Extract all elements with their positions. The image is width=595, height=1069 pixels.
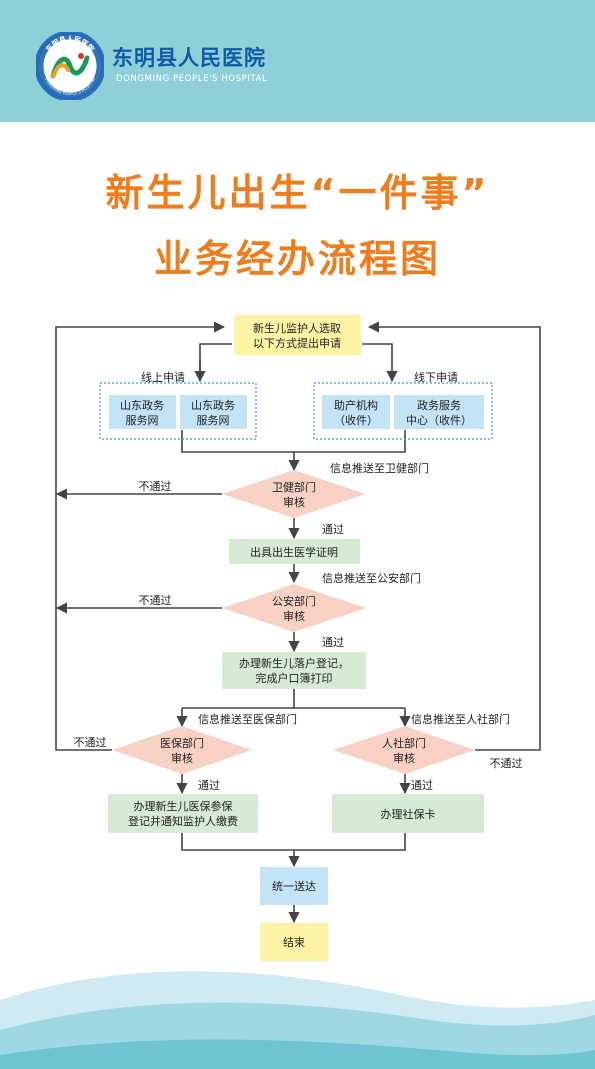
title-line-2: 业务经办流程图	[153, 237, 441, 281]
offline-options-group: 助产机构 （收件） 政务服务 中心（收件）	[313, 382, 493, 440]
birth-certificate-text: 出具出生医学证明	[250, 545, 338, 559]
online-option-1-line-1: 山东政务	[120, 398, 164, 412]
online-option-1-line-2: 服务网	[126, 414, 159, 427]
bottom-wave-decoration	[0, 971, 595, 1069]
medical-action-line-1: 办理新生儿医保参保	[134, 799, 233, 813]
offline-option-1-line-2: （收件）	[334, 413, 378, 427]
medical-review-diamond: 医保部门 审核	[112, 726, 252, 774]
social-review-line-2: 审核	[393, 751, 415, 765]
end-text: 结束	[283, 936, 305, 949]
medical-pass-label: 通过	[198, 779, 220, 792]
social-card-box: 办理社保卡	[332, 794, 484, 833]
social-action-text: 办理社保卡	[381, 807, 436, 821]
online-apply-label: 线上申请	[141, 370, 185, 384]
social-pass-label: 通过	[411, 779, 433, 792]
hospital-name: 东明县人民医院	[112, 46, 266, 70]
hukou-line-2: 完成户口簿打印	[256, 671, 333, 685]
police-pass-label: 通过	[322, 636, 344, 649]
hospital-logo-icon: 东明县人民医院 DONGMING PEOPLE'S HOSPITAL	[36, 32, 104, 100]
birth-certificate-box: 出具出生医学证明	[229, 539, 360, 564]
health-fail-label: 不通过	[139, 480, 172, 493]
start-box: 新生儿监护人选取 以下方式提出申请	[234, 315, 361, 355]
unified-delivery-box: 统一送达	[260, 867, 328, 905]
end-box: 结束	[260, 923, 328, 961]
push-medical-label: 信息推送至医保部门	[198, 712, 297, 726]
health-review-line-1: 卫健部门	[272, 480, 316, 494]
push-police-label: 信息推送至公安部门	[322, 571, 421, 585]
medical-review-line-2: 审核	[171, 751, 193, 765]
online-option-2-line-2: 服务网	[197, 414, 230, 427]
police-review-line-2: 审核	[283, 609, 305, 623]
start-box-line-1: 新生儿监护人选取	[253, 321, 341, 335]
offline-option-1-line-1: 助产机构	[334, 398, 378, 412]
start-box-line-2: 以下方式提出申请	[253, 336, 341, 350]
push-social-label: 信息推送至人社部门	[411, 712, 510, 726]
health-review-line-2: 审核	[283, 495, 305, 509]
medical-fail-label: 不通过	[74, 736, 107, 749]
social-review-line-1: 人社部门	[382, 736, 426, 750]
health-pass-label: 通过	[322, 523, 344, 536]
online-option-2-line-1: 山东政务	[191, 398, 235, 412]
title-line-1: 新生儿出生“一件事”	[105, 171, 490, 215]
police-fail-label: 不通过	[139, 594, 172, 607]
social-review-diamond: 人社部门 审核	[333, 726, 475, 774]
social-fail-label: 不通过	[490, 757, 523, 770]
hukou-line-1: 办理新生儿落户登记，	[239, 656, 349, 670]
unified-delivery-text: 统一送达	[272, 879, 316, 893]
medical-action-line-2: 登记并通知监护人缴费	[128, 814, 238, 828]
police-review-line-1: 公安部门	[272, 594, 316, 608]
hospital-name-en: DONGMING PEOPLE'S HOSPITAL	[116, 74, 268, 84]
hukou-registration-box: 办理新生儿落户登记， 完成户口簿打印	[222, 652, 366, 689]
police-review-diamond: 公安部门 审核	[222, 584, 366, 632]
medical-insurance-box: 办理新生儿医保参保 登记并通知监护人缴费	[108, 794, 258, 833]
medical-review-line-1: 医保部门	[160, 736, 204, 750]
online-options-group: 山东政务 服务网 山东政务 服务网	[99, 382, 257, 440]
health-review-diamond: 卫健部门 审核	[222, 470, 366, 518]
offline-option-2-line-2: 中心（收件）	[406, 413, 472, 427]
push-health-label: 信息推送至卫健部门	[330, 461, 429, 475]
offline-option-2-line-1: 政务服务	[417, 398, 461, 412]
offline-apply-label: 线下申请	[414, 370, 458, 384]
